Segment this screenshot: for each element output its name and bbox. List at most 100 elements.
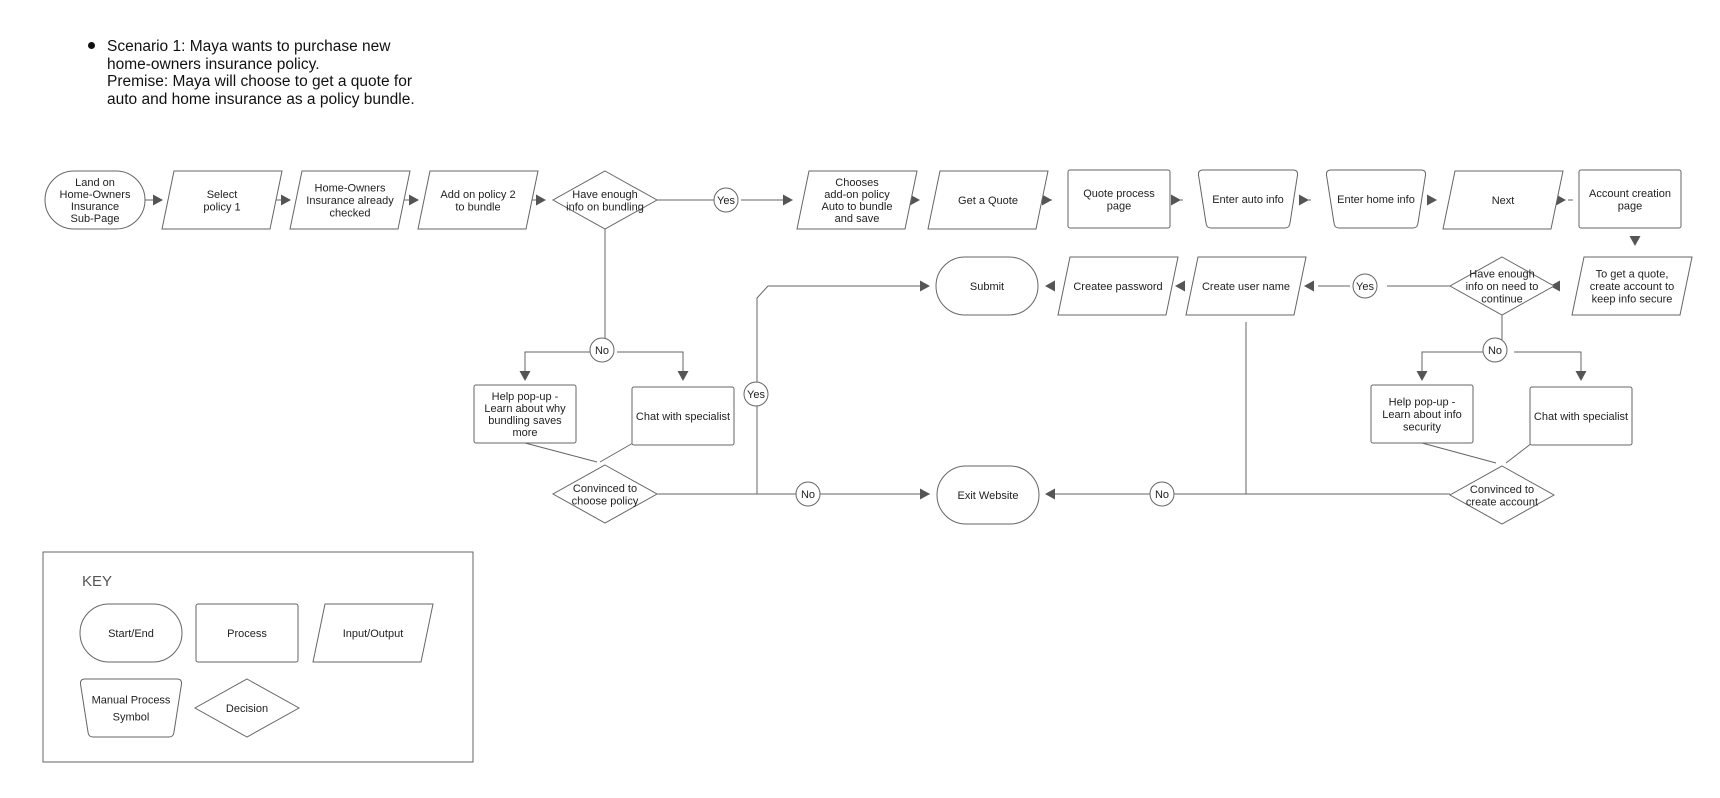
land-label: Land on: [75, 177, 115, 189]
convinced-account-label: Convinced to: [1470, 484, 1534, 496]
add-policy-label: Add on policy 2: [440, 189, 515, 201]
yes-bundling-circle: [713, 187, 739, 213]
enough-bundling-label: info on bundling: [566, 201, 644, 213]
no-bundling-circle: [589, 337, 615, 363]
quote-page-process: [1067, 169, 1171, 229]
help-bundling-process: [473, 384, 577, 444]
arrowhead: [153, 194, 163, 206]
arrowhead: [519, 371, 531, 381]
chooses-addon-io: [796, 170, 918, 230]
create-password-label: Createe password: [1073, 281, 1162, 293]
scenario-line: auto and home insurance as a policy bund…: [107, 90, 415, 108]
no-security-label: No: [1488, 345, 1502, 357]
key-process-label: Process: [227, 628, 267, 640]
key-decision-shape: [193, 678, 301, 738]
scenario-description: Scenario 1: Maya wants to purchase new h…: [86, 38, 415, 108]
exit-terminal: [936, 465, 1040, 525]
create-password-io: [1057, 256, 1179, 316]
create-account-io-label: keep info secure: [1592, 294, 1673, 306]
chat-left-label: Chat with specialist: [636, 411, 730, 423]
key-title: KEY: [82, 573, 112, 590]
arrowhead: [1045, 280, 1055, 292]
enough-bundling-label: Have enough: [572, 189, 637, 201]
arrowhead: [920, 488, 930, 500]
help-security-label: Help pop-up -: [1389, 397, 1456, 409]
arrowhead: [1416, 371, 1428, 381]
enter-auto-label: Enter auto info: [1212, 194, 1284, 206]
convinced-account-label: create account: [1466, 496, 1538, 508]
home-checked-label: checked: [330, 208, 371, 220]
help-security-process: [1370, 384, 1474, 444]
land-label: Home-Owners: [60, 189, 131, 201]
connector-line: [524, 442, 598, 463]
no-exit-right-label: No: [1155, 489, 1169, 501]
home-checked-label: Home-Owners: [315, 183, 386, 195]
yes-submit-circle: [743, 381, 769, 407]
arrowhead: [1427, 194, 1437, 206]
account-page-label: page: [1618, 200, 1642, 212]
key-process-shape: [195, 603, 299, 663]
exit-label: Exit Website: [958, 490, 1019, 502]
quote-page-label: Quote process: [1083, 188, 1155, 200]
arrowhead: [920, 280, 930, 292]
chat-left-process: [631, 386, 735, 446]
select-policy-label: Select: [207, 189, 238, 201]
help-security-label: security: [1403, 422, 1441, 434]
arrowhead: [1575, 371, 1587, 381]
arrowhead: [1556, 194, 1566, 206]
help-bundling-label: Learn about why: [484, 403, 566, 415]
get-quote-io: [927, 170, 1049, 230]
submit-terminal: [935, 256, 1039, 316]
arrowhead: [910, 194, 920, 206]
key-input-output-shape: [312, 603, 434, 663]
yes-security-circle: [1352, 273, 1378, 299]
arrowhead: [1042, 194, 1052, 206]
arrowhead: [783, 194, 793, 206]
select-policy-label: policy 1: [203, 201, 240, 213]
chooses-addon-label: Chooses: [835, 177, 879, 189]
submit-label: Submit: [970, 281, 1004, 293]
key-manual-process-label: Manual Process: [92, 695, 171, 707]
help-bundling-label: more: [512, 427, 537, 439]
select-policy-io: [161, 170, 283, 230]
convinced-account-decision: [1448, 465, 1556, 525]
next-io: [1442, 170, 1564, 230]
chat-right-label: Chat with specialist: [1534, 411, 1628, 423]
key-manual-process-label: Symbol: [113, 712, 150, 724]
arrowhead: [536, 194, 546, 206]
connector-line: [1514, 351, 1582, 377]
key-start-end-shape: [79, 603, 183, 663]
arrowhead: [409, 194, 419, 206]
no-exit-left-circle: [795, 481, 821, 507]
arrowhead: [1045, 488, 1055, 500]
create-account-io-label: To get a quote,: [1596, 269, 1669, 281]
enter-home-manual: [1325, 169, 1427, 229]
connector-line: [524, 351, 593, 377]
convinced-policy-label: choose policy: [572, 495, 639, 507]
connector-line: [1421, 351, 1490, 377]
key-input-output-label: Input/Output: [343, 628, 404, 640]
account-page-process: [1578, 169, 1682, 229]
convinced-policy-decision: [551, 464, 659, 524]
enough-security-label: continue: [1481, 294, 1523, 306]
chooses-addon-label: Auto to bundle: [822, 201, 893, 213]
help-security-label: Learn about info: [1382, 409, 1462, 421]
enough-bundling-decision: [551, 170, 659, 230]
no-exit-right-circle: [1149, 481, 1175, 507]
enough-security-label: Have enough: [1469, 269, 1534, 281]
arrowhead: [1304, 280, 1314, 292]
land-terminal: [44, 170, 146, 230]
arrowhead: [677, 371, 689, 381]
arrowhead: [1171, 194, 1181, 206]
arrowhead: [1175, 280, 1185, 292]
connector-line: [1505, 442, 1533, 464]
add-policy-label: to bundle: [455, 201, 500, 213]
enter-home-label: Enter home info: [1337, 194, 1415, 206]
no-exit-left-label: No: [801, 489, 815, 501]
account-page-label: Account creation: [1589, 188, 1671, 200]
arrowhead: [1299, 194, 1309, 206]
land-label: Insurance: [71, 201, 119, 213]
create-account-io-io: [1571, 256, 1693, 316]
arrowhead: [281, 194, 291, 206]
